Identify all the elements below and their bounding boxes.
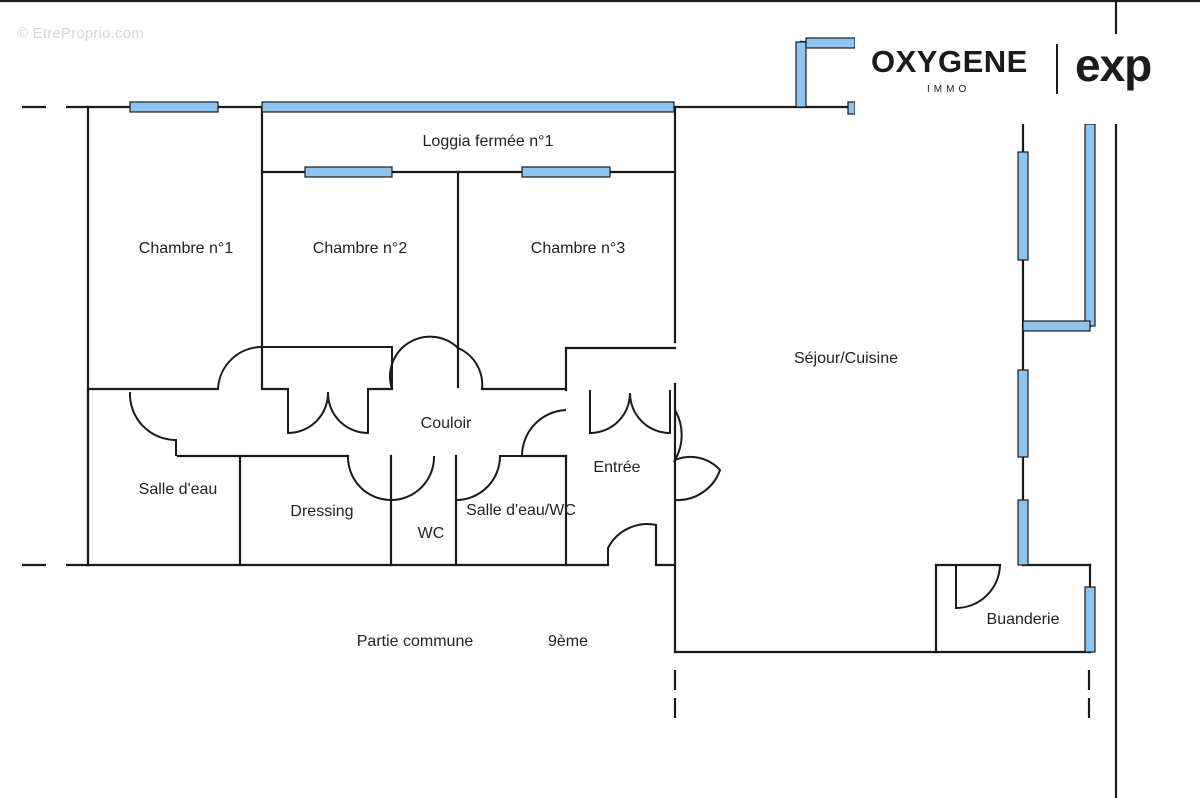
door-arc-chambre1 xyxy=(217,345,263,390)
agency-logo: OXYGENE IMMO exp xyxy=(855,34,1185,124)
window-chambre2 xyxy=(304,166,393,178)
window-living-right-2 xyxy=(1017,369,1029,458)
label-chambre3: Chambre n°3 xyxy=(531,240,626,257)
logo-separator xyxy=(1056,44,1058,94)
door-arc-entree-living xyxy=(672,409,722,502)
door-arc-chambre3 xyxy=(389,335,484,390)
window-top-right-horizontal xyxy=(805,37,856,49)
logo-partner-text: exp xyxy=(1075,39,1152,91)
label-etage: 9ème xyxy=(548,633,588,650)
label-loggia: Loggia fermée n°1 xyxy=(423,133,554,150)
window-chambre3 xyxy=(521,166,611,178)
door-arc-couloir-entree xyxy=(520,409,567,457)
window-loggia xyxy=(261,101,675,113)
door-arc-wc xyxy=(346,455,436,502)
label-buanderie: Buanderie xyxy=(987,611,1060,628)
label-entree: Entrée xyxy=(593,459,640,476)
logo-brand-text: OXYGENE xyxy=(871,44,1028,79)
door-arc-salle-eau xyxy=(128,391,177,456)
door-arc-buanderie xyxy=(955,564,1001,610)
label-salle-eau-wc: Salle d'eau/WC xyxy=(466,502,576,519)
label-partie-commune: Partie commune xyxy=(357,633,474,650)
window-top-right-end xyxy=(847,101,856,115)
label-sejour-cuisine: Séjour/Cuisine xyxy=(794,350,898,367)
window-buanderie xyxy=(1084,586,1096,653)
label-chambre2: Chambre n°2 xyxy=(313,240,408,257)
label-dressing: Dressing xyxy=(290,503,353,520)
label-wc: WC xyxy=(418,525,445,542)
window-balcony-right xyxy=(1084,123,1096,327)
window-living-right-3 xyxy=(1017,499,1029,566)
label-couloir: Couloir xyxy=(421,415,472,432)
watermark-text: © EtreProprio.com xyxy=(17,25,144,42)
logo-sub-text: IMMO xyxy=(927,84,971,95)
door-arc-double-left xyxy=(287,389,369,435)
label-salle-eau: Salle d'eau xyxy=(139,481,218,498)
door-arc-main-entrance xyxy=(607,523,657,565)
window-top-right-vertical xyxy=(795,41,807,108)
door-arc-entree-double xyxy=(589,390,671,435)
window-balcony-bottom xyxy=(1022,320,1091,332)
label-chambre1: Chambre n°1 xyxy=(139,240,234,257)
window-living-right-1 xyxy=(1017,151,1029,261)
window-chambre1 xyxy=(129,101,219,113)
door-chambre2-frame xyxy=(262,346,393,389)
door-arc-sdb xyxy=(455,455,522,501)
